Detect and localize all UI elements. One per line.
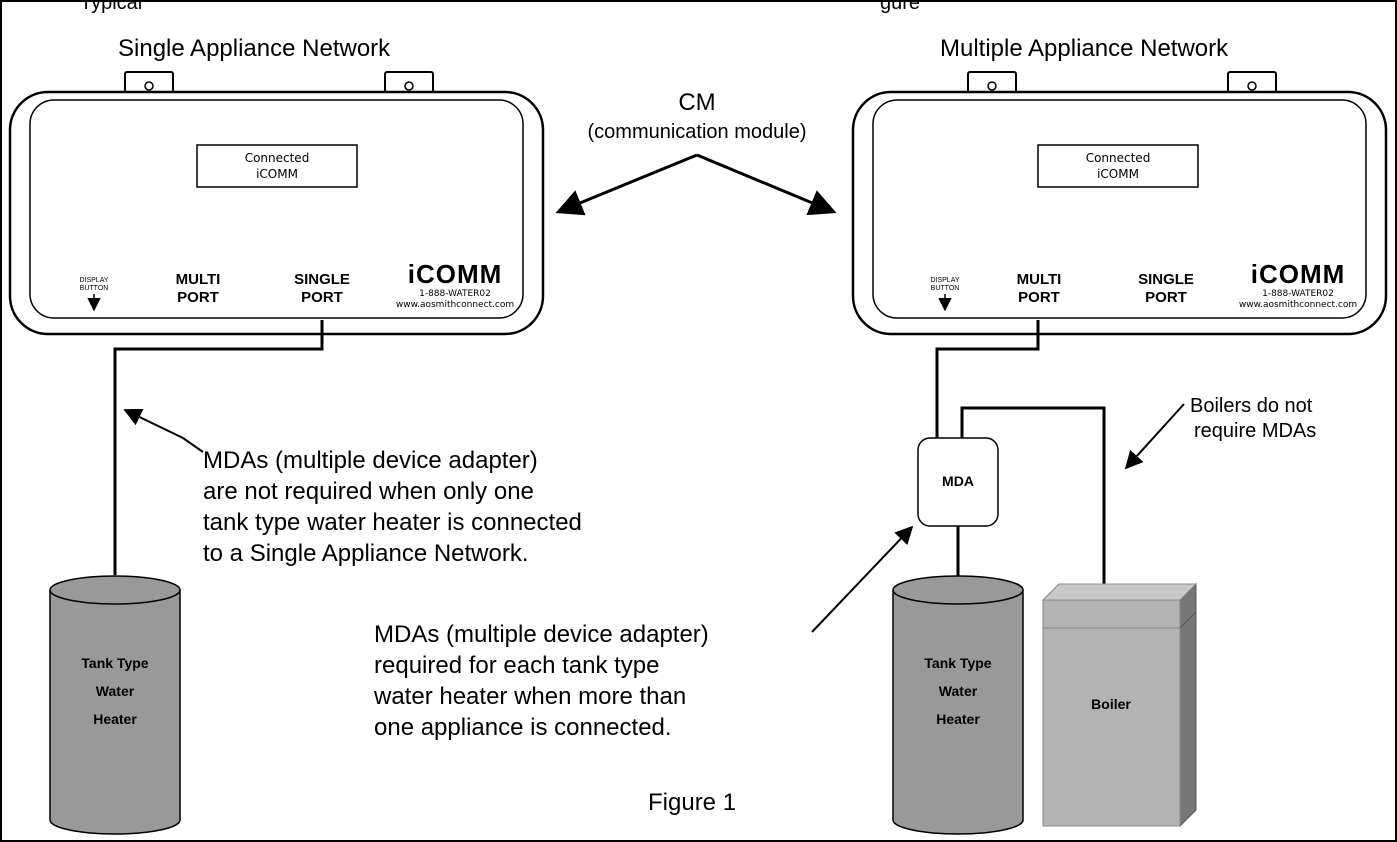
module-phone: 1-888-WATER02 <box>1262 289 1334 299</box>
boiler-cable <box>960 406 1106 600</box>
display-button-label: DISPLAY <box>930 277 959 284</box>
left-cable <box>113 320 324 575</box>
boiler-note-line-2: require MDAs <box>1194 420 1316 442</box>
boiler-note-arrow <box>1124 403 1185 470</box>
left-note-line-2: are not required when only one <box>203 478 534 505</box>
figure-caption: Figure 1 <box>648 789 736 816</box>
module-url: www.aosmithconnect.com <box>396 300 514 310</box>
mda-label: MDA <box>942 473 974 489</box>
single-port-label: SINGLE <box>294 271 350 288</box>
display-line-2: iCOMM <box>1097 167 1139 181</box>
display-button-label-2: BUTTON <box>80 285 109 292</box>
tank-label-1: Tank Type <box>81 655 148 671</box>
module-phone: 1-888-WATER02 <box>419 289 491 299</box>
tank-label-2: Water <box>939 683 978 699</box>
mda-note-line-1: MDAs (multiple device adapter) <box>374 621 709 648</box>
module-display <box>1037 144 1199 188</box>
left-note-arrow <box>123 408 204 453</box>
display-button-label-2: BUTTON <box>931 285 960 292</box>
module-housing-inner <box>29 99 524 319</box>
tank-label-1: Tank Type <box>924 655 991 671</box>
tank-label-2: Water <box>96 683 135 699</box>
icomm-logo: iCOMM <box>1251 259 1346 289</box>
left-note-line-4: to a Single Appliance Network. <box>203 540 529 567</box>
cm-arrow-right <box>696 153 837 216</box>
cm-arrow-left <box>555 153 698 216</box>
left-note-line-1: MDAs (multiple device adapter) <box>203 447 538 474</box>
tank-label-3: Heater <box>936 711 980 727</box>
left-title: Single Appliance Network <box>118 35 391 62</box>
display-line-1: Connected <box>1086 151 1151 165</box>
multi-port-label-2: PORT <box>177 289 219 306</box>
mda-note-line-2: required for each tank type <box>374 652 660 679</box>
module-url: www.aosmithconnect.com <box>1239 300 1357 310</box>
right-communication-module: Connected iCOMM DISPLAY BUTTON MULTI POR… <box>851 71 1388 336</box>
multi-port-label: MULTI <box>176 271 221 288</box>
display-button-label: DISPLAY <box>79 277 108 284</box>
boiler-label: Boiler <box>1091 696 1131 712</box>
tank-label-3: Heater <box>93 711 137 727</box>
single-port-label: SINGLE <box>1138 271 1194 288</box>
boiler-appliance: Boiler <box>1041 582 1198 828</box>
right-title: Multiple Appliance Network <box>940 35 1229 62</box>
cm-sublabel: (communication module) <box>588 121 807 143</box>
left-tank-water-heater: Tank Type Water Heater <box>49 575 181 835</box>
boiler-note-line-1: Boilers do not <box>1190 395 1313 417</box>
display-line-1: Connected <box>245 151 310 165</box>
cm-label: CM <box>678 89 715 116</box>
header-fragment-2: gure <box>880 0 920 14</box>
display-line-2: iCOMM <box>256 167 298 181</box>
multi-port-label-2: PORT <box>1018 289 1060 306</box>
header-fragment: Typical <box>80 0 142 14</box>
single-port-label-2: PORT <box>1145 289 1187 306</box>
single-port-label-2: PORT <box>301 289 343 306</box>
mda-note-line-4: one appliance is connected. <box>374 714 672 741</box>
mda-adapter <box>917 437 999 527</box>
module-housing-inner <box>872 99 1367 319</box>
multi-port-label: MULTI <box>1017 271 1062 288</box>
left-communication-module: Connected iCOMM DISPLAY BUTTON MULTI POR… <box>8 71 545 336</box>
mda-note-arrow <box>811 525 914 633</box>
right-tank-water-heater: Tank Type Water Heater <box>892 575 1024 835</box>
icomm-logo: iCOMM <box>408 259 503 289</box>
mda-note-line-3: water heater when more than <box>373 683 686 710</box>
left-note-line-3: tank type water heater is connected <box>203 509 582 536</box>
multi-port-cable <box>935 320 1040 440</box>
module-display <box>196 144 358 188</box>
